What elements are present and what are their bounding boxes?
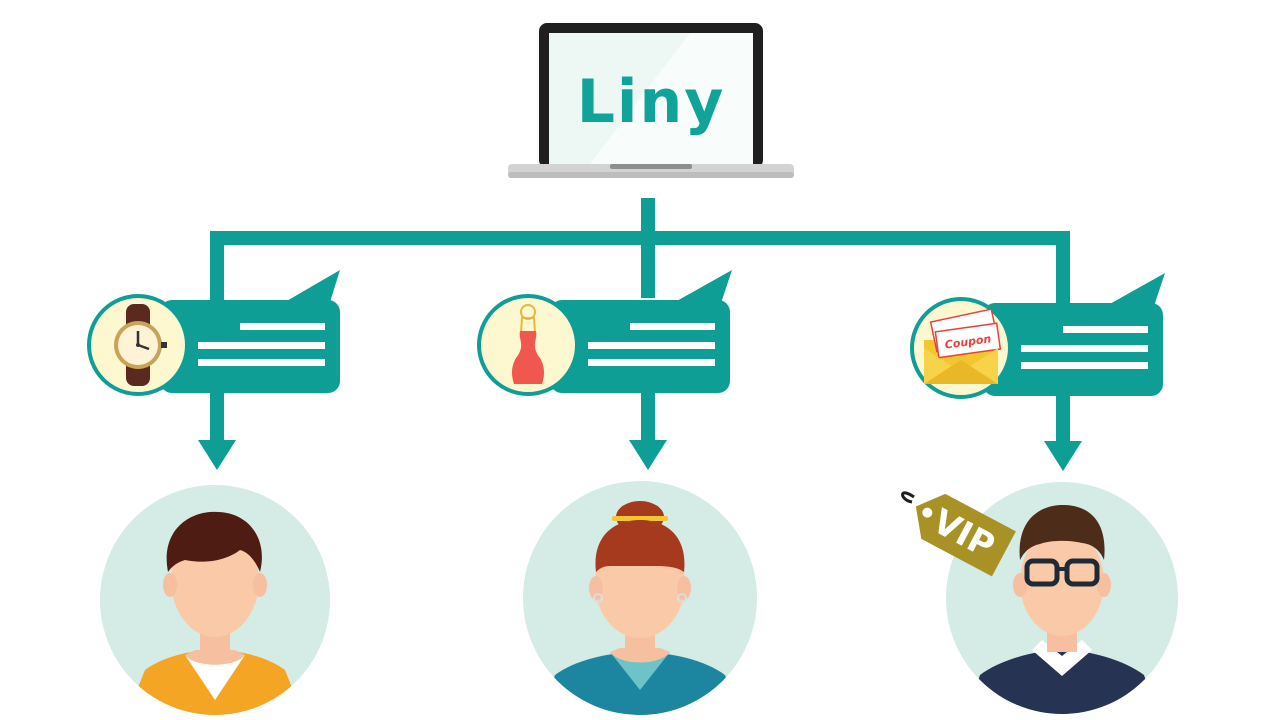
coupon-envelope-icon: Coupon	[910, 297, 1012, 399]
bubble-tail	[1108, 273, 1165, 321]
text-line	[198, 359, 325, 366]
liny-logo: Liny	[577, 67, 726, 137]
trunk-line	[641, 198, 655, 298]
laptop-base-shade	[508, 172, 794, 178]
text-line	[1021, 345, 1148, 352]
message-bubble-center	[550, 270, 732, 393]
text-line	[198, 342, 325, 349]
text-line	[1021, 362, 1148, 369]
vip-tag-icon: VIP	[915, 493, 1016, 577]
bubble-tail	[285, 270, 340, 318]
message-bubble-right	[983, 273, 1165, 396]
drop-right	[1056, 231, 1070, 303]
text-line	[630, 323, 715, 330]
drop-left	[210, 231, 224, 301]
laptop: Liny	[508, 23, 794, 178]
horizontal-bus	[210, 231, 1070, 245]
arrow-left	[198, 393, 236, 470]
bubble-tail	[675, 270, 732, 318]
watch-icon	[87, 294, 189, 396]
arrow-center	[629, 393, 667, 470]
text-line	[240, 323, 325, 330]
avatar-customer-center	[523, 481, 757, 715]
dress-icon	[477, 294, 579, 396]
laptop-notch	[610, 164, 692, 169]
avatar-customer-left	[100, 485, 330, 715]
vip-tag-string	[901, 491, 915, 504]
connector-lines	[210, 198, 1070, 303]
text-line	[588, 359, 715, 366]
laptop-screen-glare	[590, 33, 753, 164]
arrow-right	[1044, 396, 1082, 471]
coupon-label: Coupon	[944, 332, 992, 351]
text-line	[588, 342, 715, 349]
text-line	[1063, 326, 1148, 333]
message-bubble-left	[160, 270, 340, 393]
